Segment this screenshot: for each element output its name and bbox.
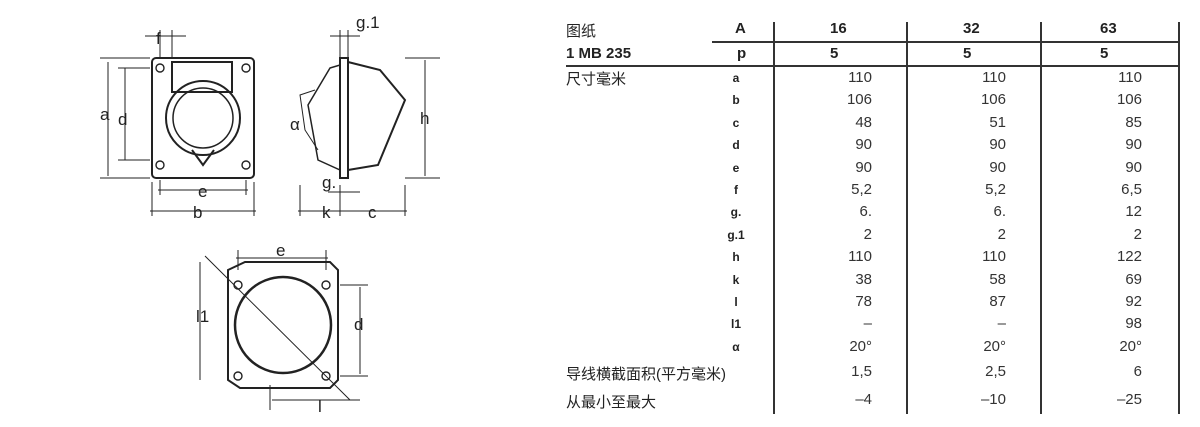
range-value: –4 xyxy=(855,391,872,408)
label-d2: d xyxy=(354,315,363,334)
param-label: f xyxy=(734,183,738,197)
table-cell: 106 xyxy=(980,91,1006,109)
table-cell: 48 xyxy=(855,113,872,131)
column-A-value: 63 xyxy=(1100,20,1117,37)
table-cell: 110 xyxy=(1118,69,1142,86)
param-label: c xyxy=(732,115,740,130)
table-cell: 6. xyxy=(859,203,872,221)
param-label: b xyxy=(732,93,740,108)
label-d: d xyxy=(118,110,127,129)
table-cell: 110 xyxy=(848,248,872,266)
table-cell: 92 xyxy=(1125,293,1142,310)
table-cell: 87 xyxy=(989,293,1006,310)
table-cell: 51 xyxy=(989,113,1006,131)
column-A-value: 32 xyxy=(963,20,980,37)
table-cell: 6. xyxy=(993,203,1006,221)
column-divider xyxy=(1040,22,1042,414)
table-cell: 2 xyxy=(1133,225,1142,243)
cross-section-value: 2,5 xyxy=(985,363,1006,380)
column-p-value: 5 xyxy=(830,45,839,62)
table-cell: 110 xyxy=(848,69,872,86)
table-cell: 90 xyxy=(855,136,872,154)
table-cell: 85 xyxy=(1125,113,1142,131)
param-label: g.1 xyxy=(727,227,745,242)
label-f: f xyxy=(156,29,161,48)
dims-label: 尺寸毫米 xyxy=(566,71,627,88)
table-cell: 12 xyxy=(1125,203,1142,221)
label-l1: l1 xyxy=(196,307,209,326)
table-cell: 20° xyxy=(983,337,1006,355)
cross-section-value: 6 xyxy=(1133,363,1142,380)
table-cell: 2 xyxy=(863,225,872,243)
table-cell: 69 xyxy=(1125,270,1142,288)
table-cell: 38 xyxy=(855,270,872,288)
range-value: –25 xyxy=(1116,391,1142,408)
cross-section-value: 1,5 xyxy=(851,363,872,380)
table-cell: 20° xyxy=(849,337,872,355)
table-cell: 98 xyxy=(1125,315,1142,333)
cross-section-label: 导线横截面积(平方毫米) xyxy=(566,366,726,383)
header-divider xyxy=(566,65,1180,67)
param-label: d xyxy=(732,138,740,153)
table-cell: 90 xyxy=(1125,136,1142,154)
param-label: e xyxy=(732,160,740,175)
header-divider xyxy=(712,41,1180,43)
model-number: 1 MB 235 xyxy=(566,45,632,62)
param-A: A xyxy=(735,20,746,37)
column-divider xyxy=(1178,22,1180,414)
drawing-title: 图纸 xyxy=(566,23,597,40)
technical-drawing: f a d e b g.1 α h g. k c e l1 d l xyxy=(100,13,440,416)
label-alpha: α xyxy=(290,115,300,134)
column-p-value: 5 xyxy=(963,45,972,62)
range-label: 从最小至最大 xyxy=(566,394,657,411)
label-l: l xyxy=(318,397,322,416)
table-cell: 122 xyxy=(1116,248,1142,266)
table-cell: 5,2 xyxy=(851,181,872,198)
label-h: h xyxy=(420,109,429,128)
table-cell: 58 xyxy=(989,270,1006,288)
label-a: a xyxy=(100,105,110,124)
table-cell: 6,5 xyxy=(1121,181,1142,198)
param-label: h xyxy=(732,250,740,265)
table-cell: – xyxy=(863,315,872,333)
front-view xyxy=(100,30,256,216)
table-cell: 106 xyxy=(1116,91,1142,109)
param-p: p xyxy=(737,45,747,62)
column-p-value: 5 xyxy=(1100,45,1109,62)
param-label: l1 xyxy=(730,317,741,332)
table-cell: 90 xyxy=(855,158,872,176)
table-cell: 110 xyxy=(982,248,1006,266)
table-cell: 110 xyxy=(982,69,1006,86)
column-divider xyxy=(773,22,775,414)
param-label: a xyxy=(732,71,740,85)
table-cell: – xyxy=(997,315,1006,333)
param-label: α xyxy=(732,339,740,354)
range-value: –10 xyxy=(980,391,1006,408)
table-cell: 2 xyxy=(997,225,1006,243)
param-label: k xyxy=(732,272,740,287)
table-cell: 90 xyxy=(1125,158,1142,176)
param-label: g. xyxy=(730,205,742,220)
label-g1: g.1 xyxy=(356,13,380,32)
table-cell: 20° xyxy=(1119,337,1142,355)
column-divider xyxy=(906,22,908,414)
table-cell: 90 xyxy=(989,136,1006,154)
table-cell: 90 xyxy=(989,158,1006,176)
label-b: b xyxy=(193,203,202,222)
side-view xyxy=(298,30,440,216)
label-g: g. xyxy=(322,173,336,192)
label-e2: e xyxy=(276,241,285,260)
label-k: k xyxy=(322,203,331,222)
label-e: e xyxy=(198,182,207,201)
table-cell: 106 xyxy=(846,91,872,109)
column-A-value: 16 xyxy=(830,20,847,37)
param-label: l xyxy=(734,295,738,309)
label-c: c xyxy=(368,203,377,222)
back-view xyxy=(199,250,368,410)
table-cell: 5,2 xyxy=(985,181,1006,198)
table-cell: 78 xyxy=(855,293,872,310)
